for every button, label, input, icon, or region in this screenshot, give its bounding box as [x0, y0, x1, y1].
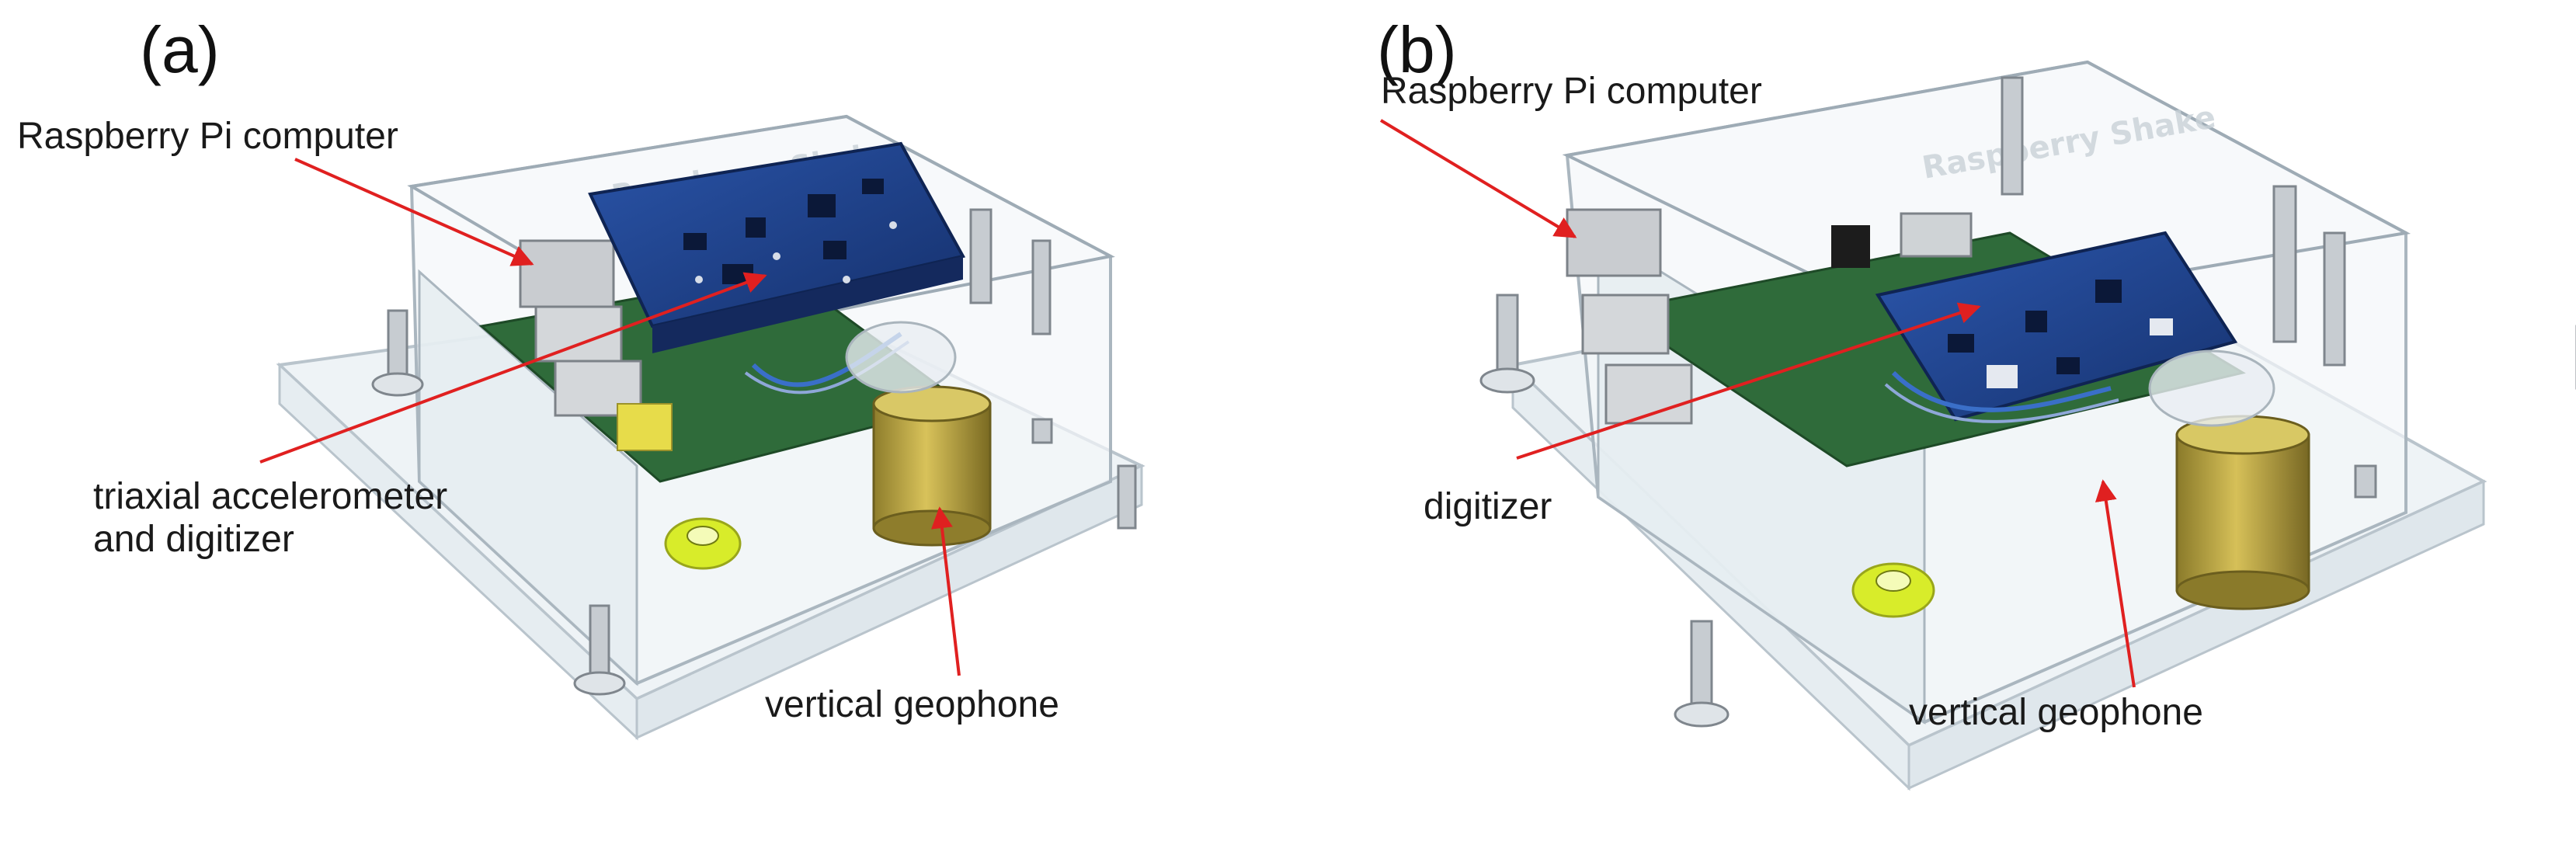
arrow-digitizer: [1516, 302, 1981, 460]
standoff: [1031, 239, 1052, 335]
standoff: [2272, 185, 2297, 343]
label-sensor-a-line1: triaxial accelerometer: [93, 476, 448, 517]
label-sensor-a: triaxial accelerometer and digitizer: [93, 475, 447, 561]
ethernet-port: [1566, 208, 1662, 277]
usb-port: [1581, 294, 1670, 355]
arrow-geophone: [931, 506, 961, 676]
geophone-body: [872, 402, 992, 530]
screw: [1117, 464, 1137, 530]
case-lid: [1562, 60, 2411, 321]
screw: [1690, 620, 1713, 716]
hdmi-port: [1900, 212, 1973, 258]
screw: [2354, 464, 2377, 499]
arrow-geophone: [2095, 479, 2136, 688]
panel-a: Raspberry Shake: [17, 13, 1145, 741]
ethernet-port: [519, 239, 615, 308]
standoff: [2323, 231, 2346, 367]
arrow-computer: [1379, 119, 1577, 238]
geophone-body: [2175, 433, 2310, 592]
device-photo-a: Raspberry Shake: [259, 114, 1145, 741]
label-computer-a: Raspberry Pi computer: [17, 116, 398, 157]
arrow-computer: [294, 158, 534, 266]
label-geophone-a: vertical geophone: [765, 684, 1059, 725]
usb-port: [534, 305, 623, 363]
label-geophone-b: vertical geophone: [1909, 692, 2203, 733]
screw: [589, 604, 610, 685]
screw: [1031, 418, 1053, 444]
standoff: [969, 208, 993, 304]
label-sensor-b: digitizer: [1424, 486, 1552, 527]
panel-letter-a: (a): [140, 13, 220, 86]
label-sensor-a-line2: and digitizer: [93, 519, 294, 561]
panel-letter-b: (b): [1377, 13, 1457, 86]
device-photo-b: Raspberry Shake: [1379, 60, 2576, 791]
digitizer-board: [1875, 231, 2238, 422]
panel-b: Raspberry Shake: [1288, 0, 2576, 841]
arrow-sensor: [259, 272, 767, 464]
label-computer-b: Raspberry Pi computer: [1381, 71, 1762, 112]
standoff: [2001, 76, 2024, 196]
